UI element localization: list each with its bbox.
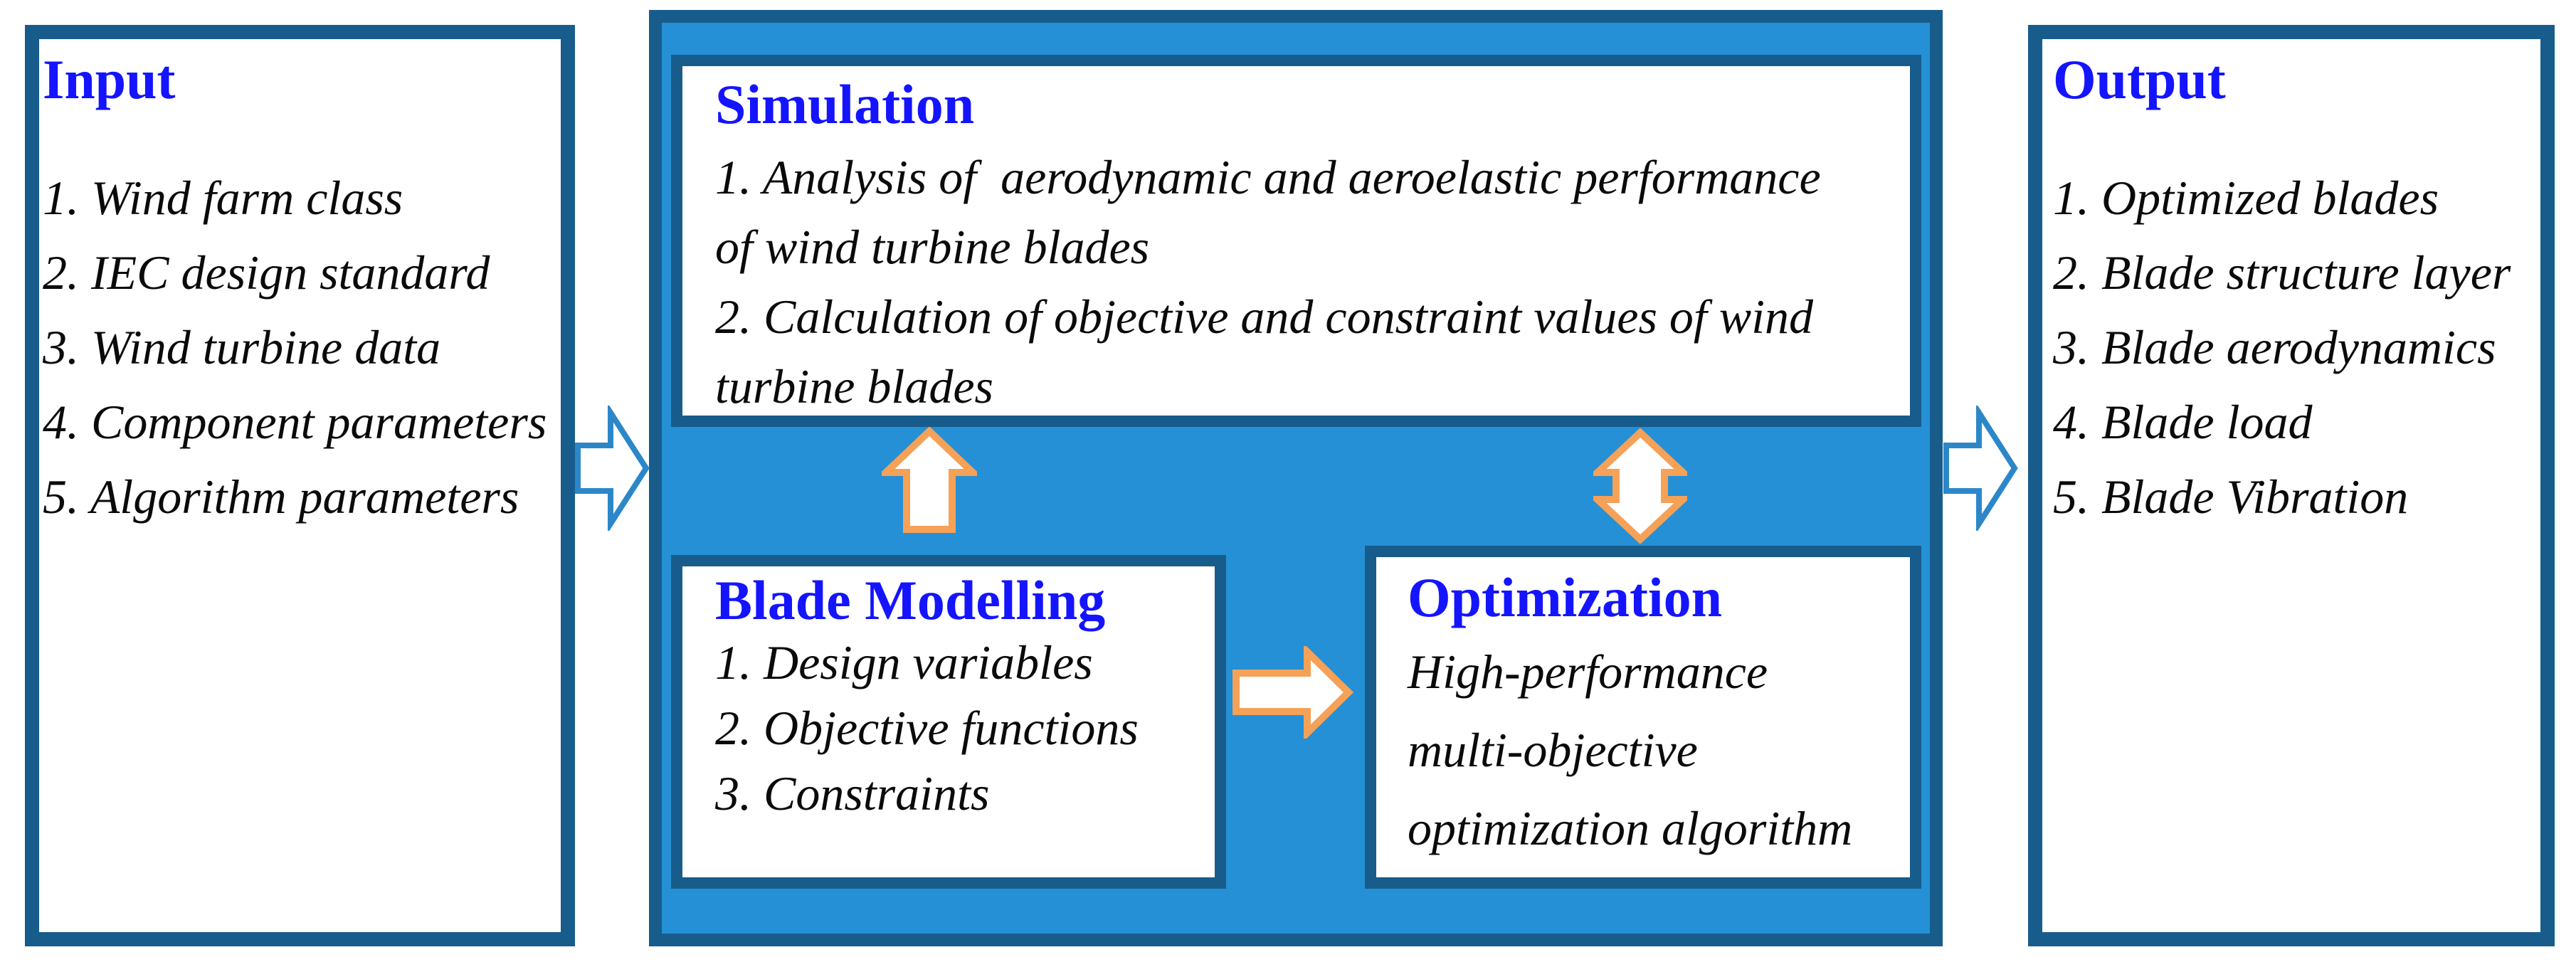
list-item: 3. Wind turbine data (43, 320, 441, 374)
optimization-box-title: Optimization (1408, 566, 1722, 628)
list-item: 4. Blade load (2053, 395, 2313, 449)
optimization-box: Optimization High-performance multi-obje… (1365, 546, 1921, 889)
block-arrow-right-icon (1943, 406, 2018, 531)
list-item: 3. Blade aerodynamics (2053, 320, 2496, 374)
list-item: 5. Algorithm parameters (43, 470, 519, 524)
list-item-line: turbine blades (715, 359, 993, 413)
list-item: 2. Blade structure layer (2053, 245, 2511, 300)
list-item: 2. Objective functions (715, 701, 1139, 755)
list-item-line: of wind turbine blades (715, 220, 1150, 274)
block-arrow-right-icon (1232, 646, 1354, 739)
list-item: 1. Optimized blades (2053, 171, 2439, 225)
text-line: multi-objective (1408, 723, 1698, 777)
blade-modelling-box: Blade Modelling 1. Design variables 2. O… (671, 555, 1226, 889)
list-item-line: 1. Analysis of aerodynamic and aeroelast… (715, 150, 1821, 204)
list-item: 5. Blade Vibration (2053, 470, 2409, 524)
output-panel-title: Output (2053, 48, 2226, 110)
list-item: 1. Design variables (715, 635, 1093, 689)
simulation-box-title: Simulation (715, 73, 975, 135)
input-panel: Input 1. Wind farm class 2. IEC design s… (25, 25, 575, 946)
input-panel-title: Input (43, 48, 176, 110)
list-item: 4. Component parameters (43, 395, 547, 449)
blade-modelling-list: 1. Design variables 2. Objective functio… (715, 630, 1139, 826)
list-item: 3. Constraints (715, 766, 990, 820)
output-panel: Output 1. Optimized blades 2. Blade stru… (2028, 25, 2555, 946)
simulation-box: Simulation 1. Analysis of aerodynamic an… (671, 55, 1921, 427)
optimization-text: High-performance multi-objective optimiz… (1408, 633, 1852, 867)
list-item: 2. IEC design standard (43, 245, 490, 300)
text-line: optimization algorithm (1408, 801, 1853, 855)
blade-modelling-box-title: Blade Modelling (715, 569, 1106, 631)
input-list: 1. Wind farm class 2. IEC design standar… (43, 161, 547, 534)
text-line: High-performance (1408, 645, 1768, 699)
simulation-list: 1. Analysis of aerodynamic and aeroelast… (715, 142, 1821, 421)
block-arrow-right-icon (575, 406, 650, 531)
list-item: 1. Wind farm class (43, 171, 403, 225)
output-list: 1. Optimized blades 2. Blade structure l… (2053, 161, 2511, 534)
block-arrow-up-down-icon (1593, 428, 1687, 544)
block-arrow-up-icon (882, 427, 977, 533)
list-item-line: 2. Calculation of objective and constrai… (715, 290, 1814, 344)
